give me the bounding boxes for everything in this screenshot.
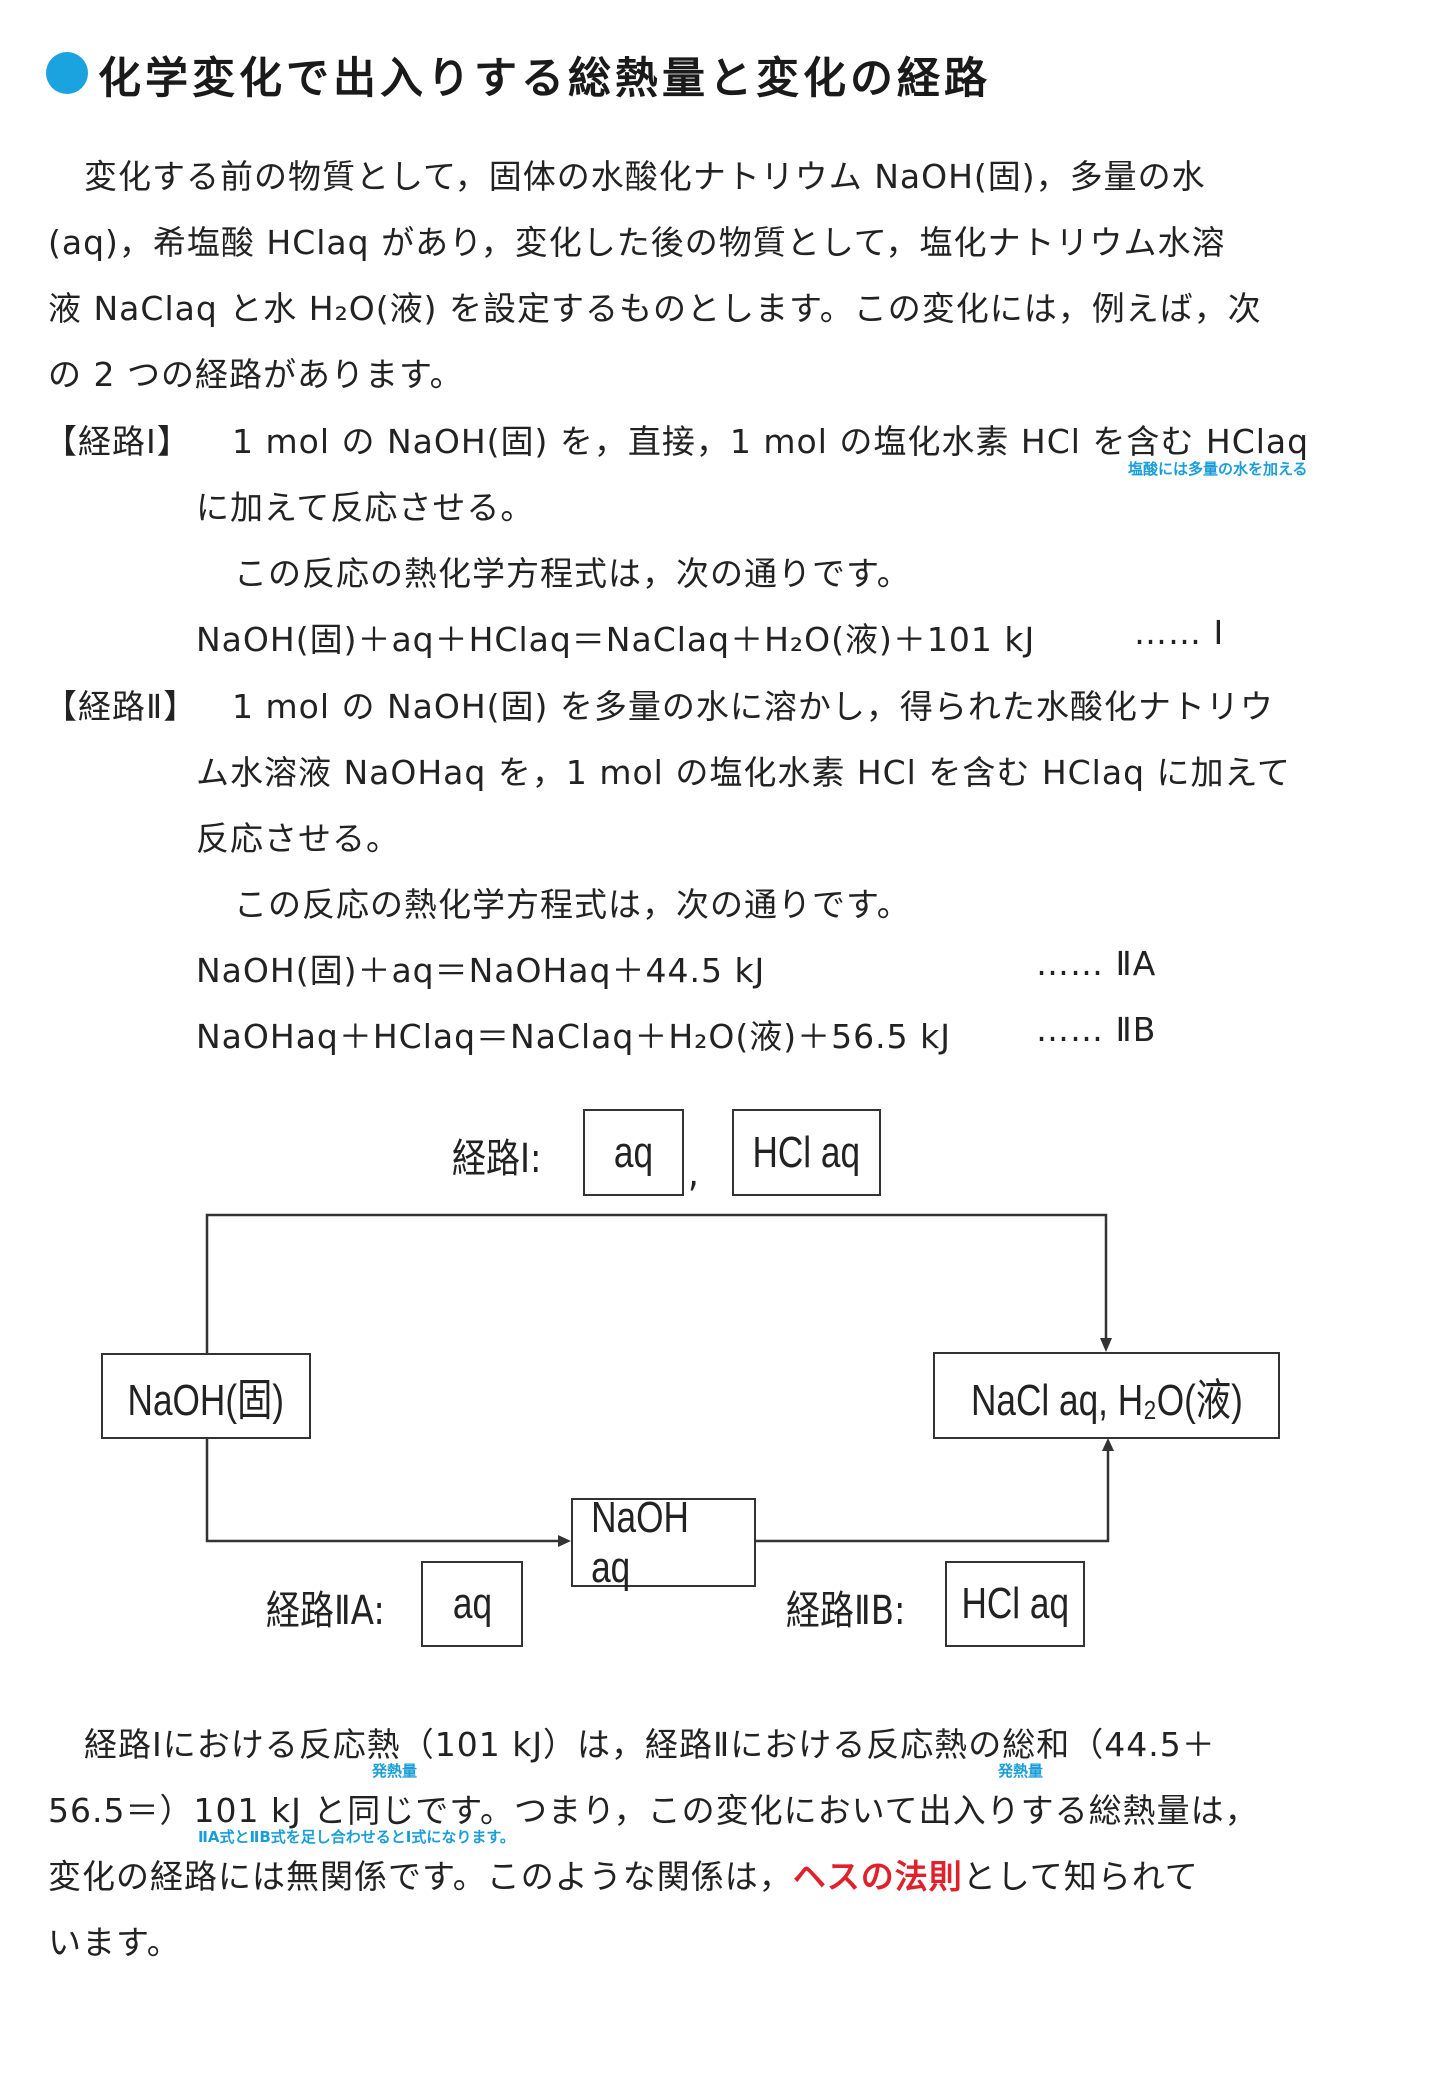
hess-law-highlight: ヘスの法則 [792, 1857, 963, 1896]
conclusion-line: 56.5＝）101 kJ と同じです。つまり，この変化において出入りする総熱量は… [48, 1791, 1259, 1830]
hcl-aq-box: HCl aq [732, 1109, 881, 1196]
route1-eq-intro: この反応の熱化学方程式は，次の通りです。 [234, 554, 911, 593]
note-heat: 発熱量 [372, 1762, 418, 1780]
conclusion-line: 経路Ⅰにおける反応熱（101 kJ）は，経路Ⅱにおける反応熱の総和（44.5＋ [84, 1725, 1216, 1764]
route2-equation-a: NaOH(固)＋aq＝NaOHaq＋44.5 kJ [196, 951, 766, 990]
start-box: NaOH(固) [101, 1353, 311, 1439]
note-equations: ⅡA式とⅡB式を足し合わせるとⅠ式になります。 [198, 1828, 515, 1846]
mid-box: NaOH aq [571, 1493, 756, 1592]
intro-line: 変化する前の物質として，固体の水酸化ナトリウム NaOH(固)，多量の水 [84, 157, 1206, 196]
end-box: NaCl aq, H₂O(液) [933, 1352, 1280, 1439]
route1-diagram-label: 経路Ⅰ: [452, 1136, 542, 1182]
arrow-head [1102, 1438, 1114, 1451]
aq-box: aq [583, 1109, 684, 1196]
route1-note: 塩酸には多量の水を加える [1128, 460, 1308, 478]
route2-equation-b: NaOHaq＋HClaq＝NaClaq＋H₂O(液)＋56.5 kJ [196, 1017, 951, 1056]
route2a-path [205, 1437, 560, 1543]
route2-line: ム水溶液 NaOHaq を，1 mol の塩化水素 HCl を含む HClaq … [196, 753, 1291, 792]
bullet-icon [46, 52, 88, 94]
route2-eq-intro: この反応の熱化学方程式は，次の通りです。 [234, 885, 911, 924]
route1-eq-tag: …… Ⅰ [1134, 613, 1225, 652]
note-heat: 発熱量 [998, 1762, 1044, 1780]
route2-eq-a-tag: …… ⅡA [1036, 944, 1157, 983]
route1-path [205, 1213, 1108, 1353]
hcl-aq-box-2b: HCl aq [945, 1561, 1085, 1647]
conclusion-line: 変化の経路には無関係です。このような関係は，ヘスの法則として知られて [48, 1857, 1199, 1896]
route2b-diagram-label: 経路ⅡB: [786, 1588, 906, 1634]
arrow-head [1100, 1338, 1112, 1352]
route1-label: 【経路Ⅰ】 [44, 422, 191, 461]
intro-line: (aq)，希塩酸 HClaq があり，変化した後の物質として，塩化ナトリウム水溶 [48, 223, 1226, 262]
route2-eq-b-tag: …… ⅡB [1036, 1010, 1157, 1049]
page-title: 化学変化で出入りする総熱量と変化の経路 [98, 54, 991, 104]
comma: , [688, 1150, 699, 1196]
route2-line: 1 mol の NaOH(固) を多量の水に溶かし，得られた水酸化ナトリウ [232, 687, 1274, 726]
conclusion-line: います。 [48, 1923, 181, 1962]
route2-line: 反応させる。 [196, 819, 400, 858]
route1-line: に加えて反応させる。 [196, 488, 535, 527]
route1-line: 1 mol の NaOH(固) を，直接，1 mol の塩化水素 HCl を含む… [232, 422, 1310, 461]
intro-line: 液 NaClaq と水 H₂O(液) を設定するものとします。この変化には，例え… [48, 289, 1262, 328]
arrow-head [558, 1535, 571, 1547]
route1-equation: NaOH(固)＋aq＋HClaq＝NaClaq＋H₂O(液)＋101 kJ [196, 620, 1036, 659]
route2-label: 【経路Ⅱ】 [44, 687, 198, 726]
intro-line: の 2 つの経路があります。 [48, 355, 464, 394]
route2b-path [754, 1450, 1110, 1543]
aq-box-2a: aq [421, 1561, 523, 1647]
route2a-diagram-label: 経路ⅡA: [266, 1588, 385, 1634]
